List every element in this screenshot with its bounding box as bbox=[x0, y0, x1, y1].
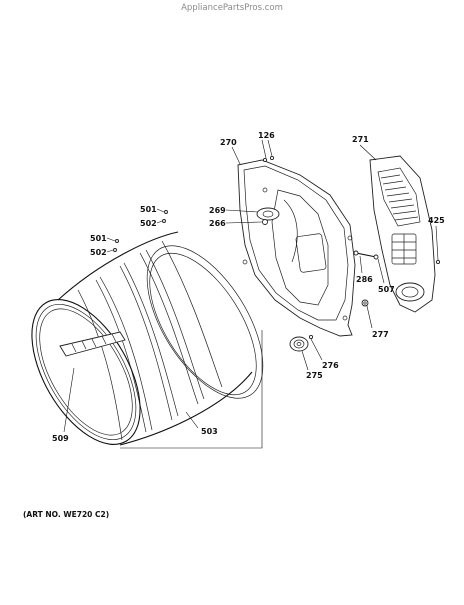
art-number: (ART NO. WE720 C2) bbox=[23, 510, 110, 519]
callout-277: 277 bbox=[372, 330, 389, 339]
callout-503: 503 bbox=[201, 427, 218, 436]
callout-502-lower: 502 bbox=[90, 248, 107, 257]
duct-housing-part bbox=[369, 155, 441, 313]
callout-276: 276 bbox=[322, 361, 339, 370]
callout-501-lower: 501 bbox=[90, 234, 107, 243]
nut-277-part bbox=[361, 299, 369, 307]
screws-501-502-part bbox=[113, 210, 168, 252]
callout-501-upper: 501 bbox=[140, 205, 157, 214]
rear-bulkhead-part bbox=[237, 159, 356, 337]
callout-275: 275 bbox=[306, 371, 323, 380]
callout-507: 507 bbox=[378, 285, 395, 294]
callout-502-upper: 502 bbox=[140, 219, 157, 228]
callout-269: 269 bbox=[209, 206, 226, 215]
callout-126: 126 bbox=[258, 131, 275, 140]
callout-270: 270 bbox=[220, 138, 237, 147]
callout-286: 286 bbox=[356, 275, 373, 284]
callout-266: 266 bbox=[209, 219, 226, 228]
callout-425: 425 bbox=[428, 216, 445, 225]
screw-126-part bbox=[262, 155, 275, 163]
callout-labels: 126 270 271 269 266 501 502 501 502 425 … bbox=[52, 131, 445, 443]
callout-271: 271 bbox=[352, 135, 369, 144]
leader-lines bbox=[63, 139, 439, 449]
screw-286-507-part bbox=[353, 250, 379, 260]
bearing-275-276-part bbox=[289, 334, 314, 352]
drum-part bbox=[31, 231, 264, 446]
watermark-text: AppliancePartsPros.com bbox=[181, 3, 283, 13]
callout-509: 509 bbox=[52, 434, 69, 443]
